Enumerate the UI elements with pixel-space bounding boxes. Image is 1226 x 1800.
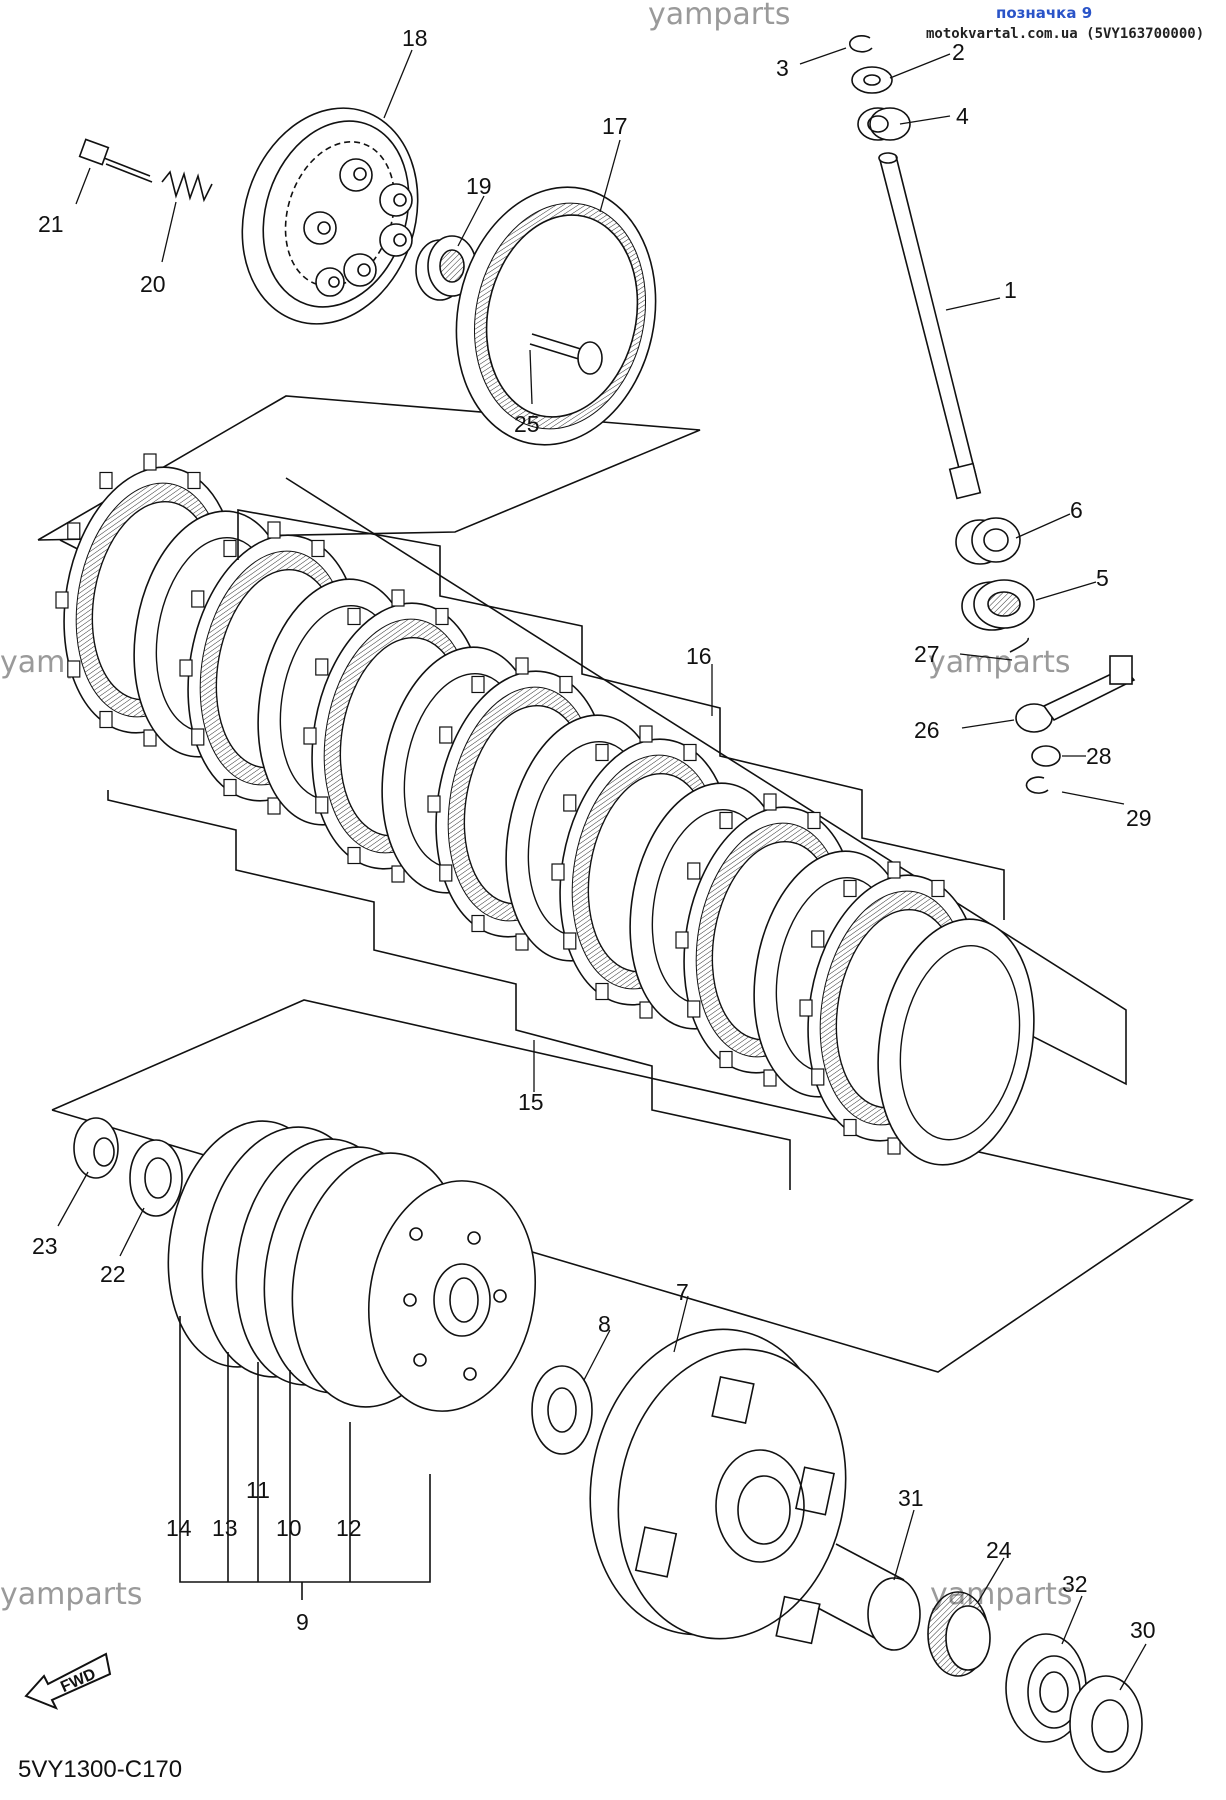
callout-16: 16 — [686, 643, 712, 669]
callout-26: 26 — [914, 717, 940, 743]
callout-21: 21 — [38, 211, 64, 237]
callout-15: 15 — [518, 1089, 544, 1115]
callout-5: 5 — [1096, 565, 1109, 591]
callout-32: 32 — [1062, 1571, 1088, 1597]
needle-bearing — [927, 1591, 991, 1677]
clutch-housing — [589, 1328, 847, 1645]
needle-bearing-small — [857, 107, 911, 141]
callout-30: 30 — [1130, 1617, 1156, 1643]
pressure-plate — [241, 107, 419, 325]
bearing-6 — [955, 517, 1021, 565]
callout-19: 19 — [466, 173, 492, 199]
site-caption: motokvartal.com.ua (5VY163700000) — [926, 26, 1205, 42]
spacer-sleeve — [817, 1543, 921, 1651]
page-label: позначка 9 — [996, 4, 1093, 22]
nut — [73, 1117, 119, 1179]
bracket-9 — [179, 1316, 431, 1583]
thrust-washer — [531, 1365, 593, 1455]
callout-23: 23 — [32, 1233, 58, 1259]
push-rod-long — [878, 152, 982, 500]
clutch-plate-stack — [55, 453, 1035, 1166]
callout-20: 20 — [140, 271, 166, 297]
callout-13: 13 — [212, 1515, 238, 1541]
fwd-arrow-icon: FWD — [24, 1652, 112, 1710]
push-lever — [1009, 637, 1136, 794]
callout-27: 27 — [914, 641, 940, 667]
leader-lines — [57, 47, 1147, 1691]
callout-22: 22 — [100, 1261, 126, 1287]
callout-6: 6 — [1070, 497, 1083, 523]
bracket-15 — [107, 790, 791, 1190]
friction-plate-top — [455, 186, 657, 446]
bolt — [78, 138, 153, 183]
bracket-16 — [237, 509, 1005, 920]
callout-9: 9 — [296, 1609, 309, 1635]
thrust-washer-30 — [1069, 1675, 1143, 1773]
watermark-top: yamparts — [648, 0, 791, 32]
lock-washer — [129, 1139, 183, 1217]
callout-8: 8 — [598, 1311, 611, 1337]
frame-plate-stack-lower — [51, 999, 1194, 1373]
callout-4: 4 — [956, 103, 969, 129]
diagram-code: 5VY1300-C170 — [18, 1756, 183, 1783]
callout-28: 28 — [1086, 743, 1112, 769]
watermark-bottom-left: yamparts — [0, 1577, 143, 1612]
circlip — [848, 35, 873, 53]
callout-25: 25 — [514, 411, 540, 437]
callout-31: 31 — [898, 1485, 924, 1511]
callout-24: 24 — [986, 1537, 1012, 1563]
callout-10: 10 — [276, 1515, 302, 1541]
watermark-right: yamparts — [928, 645, 1071, 680]
push-rod-short — [529, 333, 603, 375]
callout-29: 29 — [1126, 805, 1152, 831]
callout-12: 12 — [336, 1515, 362, 1541]
callout-2: 2 — [952, 39, 965, 65]
callout-17: 17 — [602, 113, 628, 139]
washer-small — [851, 66, 893, 94]
clutch-boss — [367, 1180, 537, 1412]
callout-3: 3 — [776, 55, 789, 81]
bearing-5 — [961, 579, 1035, 631]
frame-pressure-plate — [37, 395, 701, 541]
steel-plate — [877, 918, 1035, 1166]
callout-1: 1 — [1004, 277, 1017, 303]
callout-14: 14 — [166, 1515, 192, 1541]
spring — [161, 170, 213, 203]
callout-11: 11 — [246, 1477, 270, 1503]
callout-7: 7 — [676, 1279, 689, 1305]
callout-18: 18 — [402, 25, 428, 51]
